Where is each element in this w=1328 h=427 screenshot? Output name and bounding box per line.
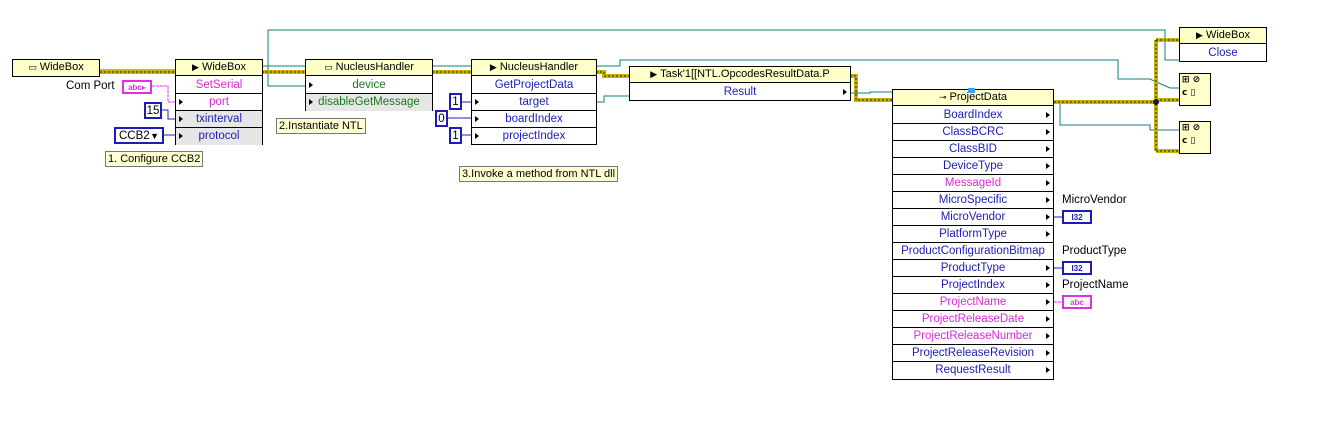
close-reference-node-2[interactable]: ⊞ ⊘ c ▯ bbox=[1179, 121, 1211, 154]
com-port-control[interactable]: abc▸ bbox=[122, 80, 152, 94]
board-index-input[interactable]: boardIndex bbox=[472, 111, 596, 128]
class-bid-output[interactable]: ClassBID bbox=[893, 141, 1053, 158]
project-release-date-output[interactable]: ProjectReleaseDate bbox=[893, 311, 1053, 328]
get-project-data-method: GetProjectData bbox=[472, 77, 596, 94]
target-constant[interactable]: 1 bbox=[449, 93, 462, 110]
unbundle-icon: ▶ bbox=[650, 70, 658, 80]
close-reference-icon: c ▯ bbox=[1182, 136, 1196, 146]
nucleus-invoke-title: NucleusHandler bbox=[499, 61, 579, 73]
widebox-setserial-title: WideBox bbox=[201, 61, 246, 73]
close-reference-icon: ⊞ ⊘ bbox=[1182, 75, 1201, 85]
class-icon: ▭ bbox=[324, 63, 333, 73]
com-port-label: Com Port bbox=[66, 80, 115, 92]
project-data-node[interactable]: ⊸ProjectData BoardIndex ClassBCRC ClassB… bbox=[892, 89, 1054, 380]
target-input[interactable]: target bbox=[472, 94, 596, 111]
project-index-constant[interactable]: 1 bbox=[449, 127, 462, 144]
project-name-output[interactable]: ProjectName bbox=[893, 294, 1053, 311]
widebox-close-node[interactable]: ▶WideBox Close bbox=[1179, 27, 1267, 62]
txinterval-constant[interactable]: 15 bbox=[144, 102, 162, 119]
dropdown-arrow-icon: ▼ bbox=[150, 131, 159, 141]
message-id-output[interactable]: MessageId bbox=[893, 175, 1053, 192]
product-type-indicator[interactable]: I32 bbox=[1062, 261, 1092, 275]
widebox-close-title: WideBox bbox=[1205, 29, 1250, 41]
project-index-output[interactable]: ProjectIndex bbox=[893, 277, 1053, 294]
product-type-indicator-label: ProductType bbox=[1062, 245, 1127, 257]
setserial-method: SetSerial bbox=[176, 77, 262, 94]
result-output[interactable]: Result bbox=[630, 84, 850, 101]
class-bcrc-output[interactable]: ClassBCRC bbox=[893, 124, 1053, 141]
board-index-constant[interactable]: 0 bbox=[435, 110, 448, 127]
comment-configure: 1. Configure CCB2 bbox=[105, 151, 204, 167]
project-data-input-terminal bbox=[968, 88, 975, 93]
port-wire bbox=[152, 85, 176, 103]
project-data-title: ProjectData bbox=[949, 91, 1008, 103]
task-wire bbox=[850, 91, 893, 94]
widebox-setserial-node[interactable]: ▶WideBox SetSerial port txinterval proto… bbox=[175, 59, 263, 145]
result-wire bbox=[596, 95, 630, 103]
project-name-indicator[interactable]: abc bbox=[1062, 295, 1092, 309]
nucleus-create-title: NucleusHandler bbox=[335, 61, 414, 73]
device-type-output[interactable]: DeviceType bbox=[893, 158, 1053, 175]
nucleus-handler-create-node[interactable]: ▭NucleusHandler device disableGetMessage bbox=[305, 59, 433, 111]
invoke-icon: ▶ bbox=[489, 63, 497, 73]
micro-vendor-indicator-label: MicroVendor bbox=[1062, 194, 1127, 206]
close-method: Close bbox=[1208, 47, 1238, 59]
widebox-constant[interactable]: ▭WideBox bbox=[12, 59, 100, 77]
comment-instantiate: 2.Instantiate NTL bbox=[276, 118, 366, 134]
project-name-indicator-label: ProjectName bbox=[1062, 279, 1129, 291]
board-index-output[interactable]: BoardIndex bbox=[893, 107, 1053, 124]
nucleus-handler-invoke-node[interactable]: ▶NucleusHandler GetProjectData target bo… bbox=[471, 59, 597, 145]
class-constant-icon: ▭ bbox=[28, 63, 37, 73]
protocol-input[interactable]: protocol bbox=[176, 128, 262, 145]
micro-specific-output[interactable]: MicroSpecific bbox=[893, 192, 1053, 209]
widebox-constant-label: WideBox bbox=[39, 61, 84, 73]
error-wires bbox=[100, 38, 1180, 153]
project-index-input[interactable]: projectIndex bbox=[472, 128, 596, 145]
close-reference-icon: ⊞ ⊘ bbox=[1182, 123, 1201, 133]
device-input[interactable]: device bbox=[306, 77, 432, 94]
invoke-icon: ▶ bbox=[1196, 31, 1203, 41]
close-reference-node-1[interactable]: ⊞ ⊘ c ▯ bbox=[1179, 73, 1211, 106]
close-reference-icon: c ▯ bbox=[1182, 88, 1196, 98]
project-release-number-output[interactable]: ProjectReleaseNumber bbox=[893, 328, 1053, 345]
project-release-revision-output[interactable]: ProjectReleaseRevision bbox=[893, 345, 1053, 362]
txinterval-input[interactable]: txinterval bbox=[176, 111, 262, 128]
product-type-output[interactable]: ProductType bbox=[893, 260, 1053, 277]
micro-vendor-output[interactable]: MicroVendor bbox=[893, 209, 1053, 226]
request-result-output[interactable]: RequestResult bbox=[893, 362, 1053, 379]
micro-vendor-indicator[interactable]: I32 bbox=[1062, 210, 1092, 224]
unbundle-icon: ⊸ bbox=[938, 93, 947, 103]
task-node[interactable]: ▶Task'1[[NTL.OpcodesResultData.P Result bbox=[629, 66, 851, 101]
port-input[interactable]: port bbox=[176, 94, 262, 111]
task-title: Task'1[[NTL.OpcodesResultData.P bbox=[660, 68, 830, 80]
disable-get-message-input[interactable]: disableGetMessage bbox=[306, 94, 432, 111]
product-configuration-bitmap-output[interactable]: ProductConfigurationBitmap bbox=[893, 243, 1053, 260]
platform-type-output[interactable]: PlatformType bbox=[893, 226, 1053, 243]
comment-invoke: 3.Invoke a method from NTL dll bbox=[459, 166, 619, 182]
protocol-enum-constant[interactable]: CCB2▼ bbox=[114, 127, 164, 144]
invoke-icon: ▶ bbox=[192, 63, 199, 73]
